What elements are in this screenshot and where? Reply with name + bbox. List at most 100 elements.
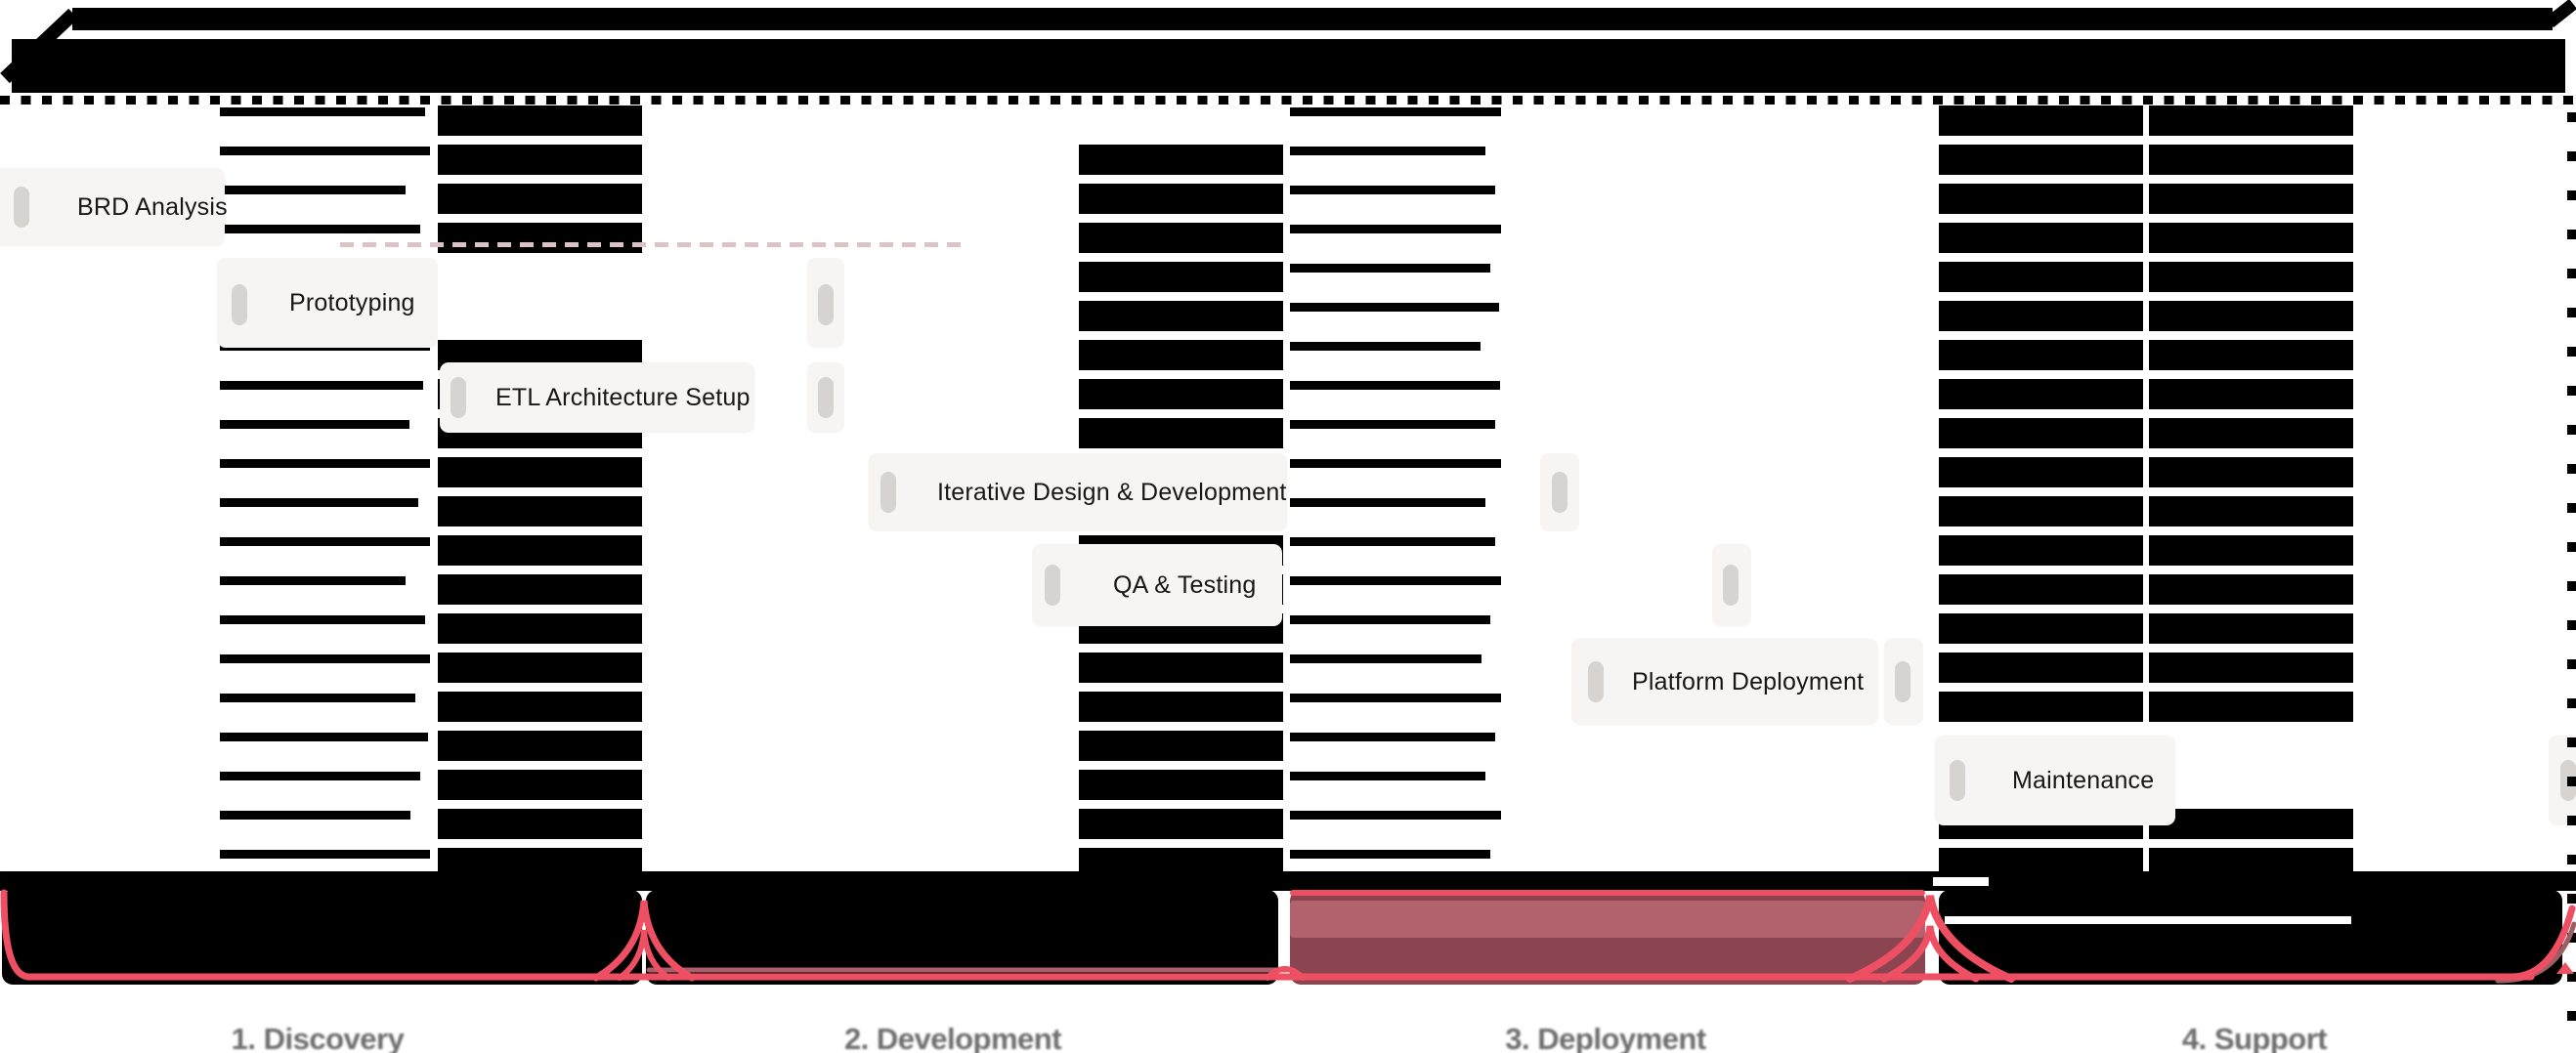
task-bar[interactable] [2149,105,2353,136]
task-card-collapsed[interactable] [807,258,844,348]
task-card-collapsed[interactable] [1884,639,1923,725]
bracket-cusp-1 [592,900,696,982]
task-bar[interactable] [1079,809,1283,839]
task-bar[interactable] [438,692,642,722]
task-bar[interactable] [2149,613,2353,644]
task-text-line [1290,694,1501,702]
drag-handle-pill[interactable] [1588,661,1604,702]
task-bar[interactable] [438,653,642,683]
task-bar[interactable] [1079,731,1283,761]
task-bar[interactable] [1939,379,2143,409]
task-bar[interactable] [2149,653,2353,683]
task-bar[interactable] [1939,105,2143,136]
edge-tick [2567,698,2576,708]
task-card-collapsed[interactable] [807,362,844,433]
task-bar[interactable] [2149,223,2353,253]
task-bar[interactable] [2149,574,2353,605]
drag-handle-pill[interactable] [232,284,247,325]
task-card-maintenance[interactable]: Maintenance [1935,736,2175,825]
task-bar[interactable] [2149,496,2353,526]
task-bar[interactable] [1079,301,1283,331]
drag-handle-pill[interactable] [1552,472,1567,513]
drag-handle-pill[interactable] [1723,565,1739,606]
task-text-line [220,459,430,468]
task-bar[interactable] [1939,613,2143,644]
task-bar[interactable] [438,770,642,800]
task-bar[interactable] [1079,223,1283,253]
edge-tick [2567,230,2576,239]
task-bar[interactable] [2149,301,2353,331]
task-bar[interactable] [2149,262,2353,292]
bracket-cusp-3 [1846,895,2015,983]
task-bar[interactable] [1939,340,2143,370]
task-card-collapsed[interactable] [1712,544,1751,626]
task-card-platform-deployment[interactable]: Platform Deployment [1571,639,1878,725]
task-bar[interactable] [1939,496,2143,526]
task-bar[interactable] [1079,692,1283,722]
task-bar[interactable] [2149,692,2353,722]
drag-handle-pill[interactable] [1045,565,1060,606]
task-bar[interactable] [1079,262,1283,292]
drag-handle-pill[interactable] [14,187,29,228]
task-bar[interactable] [1939,653,2143,683]
task-card-iterative-design-development[interactable]: Iterative Design & Development [869,453,1287,531]
task-text-line [220,772,420,780]
task-bar[interactable] [2149,535,2353,566]
drag-handle-pill[interactable] [818,284,834,325]
task-bar[interactable] [438,731,642,761]
task-bar[interactable] [2149,379,2353,409]
task-text-line [220,850,430,859]
task-card-qa-testing[interactable]: QA & Testing [1032,544,1282,626]
edge-tick [2567,581,2576,591]
phase-label: 2. Development [843,1022,1062,1053]
task-bar[interactable] [1939,301,2143,331]
task-text-line [1290,615,1490,624]
task-bar[interactable] [1939,457,2143,487]
task-bar[interactable] [438,457,642,487]
task-bar[interactable] [1939,692,2143,722]
task-card-brd-analysis[interactable]: BRD Analysis [0,168,228,246]
task-bar[interactable] [1079,653,1283,683]
task-bar[interactable] [1079,340,1283,370]
task-text-line [1290,733,1495,741]
task-bar[interactable] [438,145,642,175]
task-bar[interactable] [2149,340,2353,370]
edge-tick [2567,855,2576,864]
task-bar[interactable] [1939,418,2143,448]
task-bar[interactable] [1079,145,1283,175]
task-bar[interactable] [2149,418,2353,448]
task-card-etl-architecture-setup[interactable]: ETL Architecture Setup [440,362,754,433]
task-card-collapsed[interactable] [1540,453,1579,531]
task-bar[interactable] [1939,145,2143,175]
task-bar[interactable] [438,535,642,566]
drag-handle-pill[interactable] [1950,760,1965,801]
task-bar[interactable] [1939,574,2143,605]
task-bar[interactable] [1939,535,2143,566]
task-bar[interactable] [438,809,642,839]
drag-handle-pill[interactable] [818,377,834,418]
task-bar[interactable] [438,184,642,214]
drag-handle-pill[interactable] [880,472,896,513]
task-bar[interactable] [438,496,642,526]
task-text-line [1290,381,1500,390]
task-bar[interactable] [438,105,642,136]
task-bar[interactable] [2149,457,2353,487]
task-card-collapsed[interactable] [2549,736,2576,825]
drag-handle-pill[interactable] [1895,661,1911,702]
task-bar[interactable] [1079,770,1283,800]
task-bar[interactable] [438,613,642,644]
task-bar[interactable] [1939,223,2143,253]
task-bar[interactable] [438,574,642,605]
task-bar[interactable] [438,223,642,253]
task-bar[interactable] [2149,809,2353,839]
task-bar[interactable] [1079,418,1283,448]
task-card-prototyping[interactable]: Prototyping [217,258,438,348]
task-bar[interactable] [1079,379,1283,409]
task-text-line [1290,264,1490,273]
task-bar[interactable] [1939,184,2143,214]
task-bar[interactable] [2149,145,2353,175]
task-bar[interactable] [1079,184,1283,214]
drag-handle-pill[interactable] [451,377,466,418]
task-bar[interactable] [1939,262,2143,292]
task-bar[interactable] [2149,184,2353,214]
